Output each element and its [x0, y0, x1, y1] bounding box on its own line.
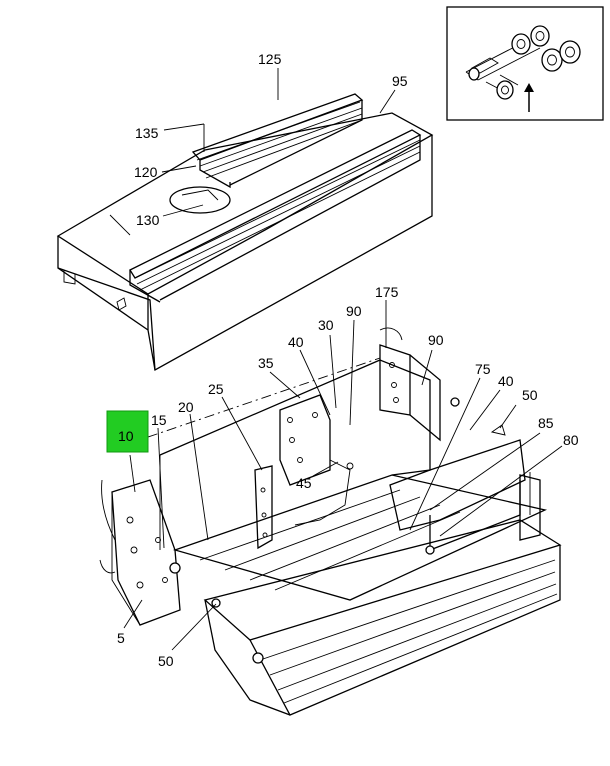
- callout-125[interactable]: 125: [258, 51, 282, 67]
- callout-40-upper[interactable]: 40: [288, 334, 304, 350]
- callout-175[interactable]: 175: [375, 284, 399, 300]
- up-arrow-icon: [524, 83, 534, 112]
- battery-box-cover: [56, 93, 434, 372]
- callout-95[interactable]: 95: [392, 73, 408, 89]
- callout-45[interactable]: 45: [296, 475, 312, 491]
- callout-120[interactable]: 120: [134, 164, 158, 180]
- callout-10[interactable]: 10: [118, 428, 134, 444]
- callout-90-right[interactable]: 90: [428, 332, 444, 348]
- wheel-icon: [468, 25, 581, 100]
- callout-85[interactable]: 85: [538, 415, 554, 431]
- highlighted-part-10[interactable]: [106, 410, 149, 453]
- callout-20[interactable]: 20: [178, 399, 194, 415]
- callout-75[interactable]: 75: [475, 361, 491, 377]
- battery-box-base: [99, 327, 562, 716]
- callout-90-left[interactable]: 90: [346, 303, 362, 319]
- leader-lines: [123, 68, 563, 651]
- callout-50-right[interactable]: 50: [522, 387, 538, 403]
- callout-5[interactable]: 5: [117, 630, 125, 646]
- callout-30[interactable]: 30: [318, 317, 334, 333]
- callout-135[interactable]: 135: [135, 125, 159, 141]
- callout-50-bottom[interactable]: 50: [158, 653, 174, 669]
- callout-35[interactable]: 35: [258, 355, 274, 371]
- inset-vehicle-view: [446, 6, 604, 121]
- callout-40-right[interactable]: 40: [498, 373, 514, 389]
- callout-15[interactable]: 15: [151, 412, 167, 428]
- callout-25[interactable]: 25: [208, 381, 224, 397]
- callout-labels: 125 95 135 120 130 175 40 30 90 90 35 75…: [117, 51, 579, 669]
- callout-130[interactable]: 130: [136, 212, 160, 228]
- callout-80[interactable]: 80: [563, 432, 579, 448]
